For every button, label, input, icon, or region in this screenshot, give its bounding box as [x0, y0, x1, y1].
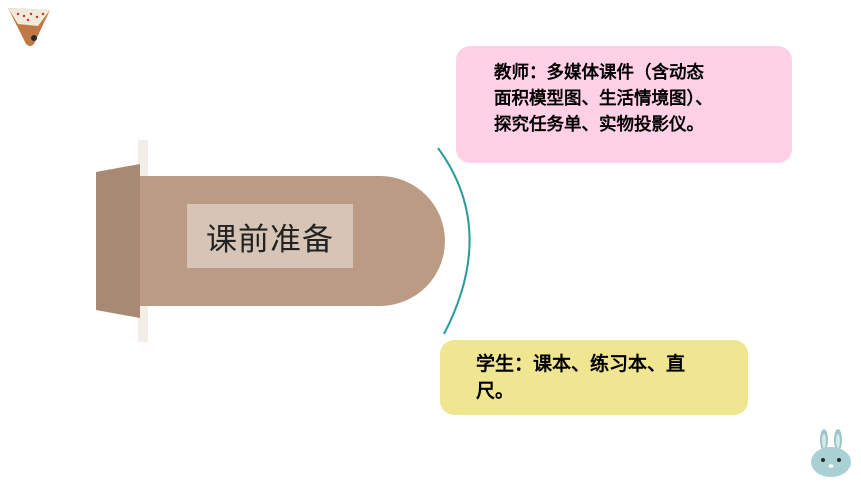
teacher-prep-card: 教师：多媒体课件（含动态 面积模型图、生活情境图）、 探究任务单、实物投影仪。: [456, 46, 792, 163]
teacher-line-2: 面积模型图、生活情境图）、: [494, 89, 713, 109]
page-title: 课前准备: [206, 221, 334, 258]
teacher-line-3: 探究任务单、实物投影仪。: [494, 115, 704, 135]
fox-face-icon: [8, 8, 50, 46]
title-box: 课前准备: [187, 204, 353, 268]
bunny-face-icon: [811, 429, 851, 477]
student-line-2: 尺。: [476, 380, 515, 402]
student-prep-card: 学生：课本、练习本、直 尺。: [440, 340, 748, 415]
student-line-1: 学生：课本、练习本、直: [476, 353, 686, 375]
teacher-line-1: 教师：多媒体课件（含动态: [494, 63, 704, 83]
